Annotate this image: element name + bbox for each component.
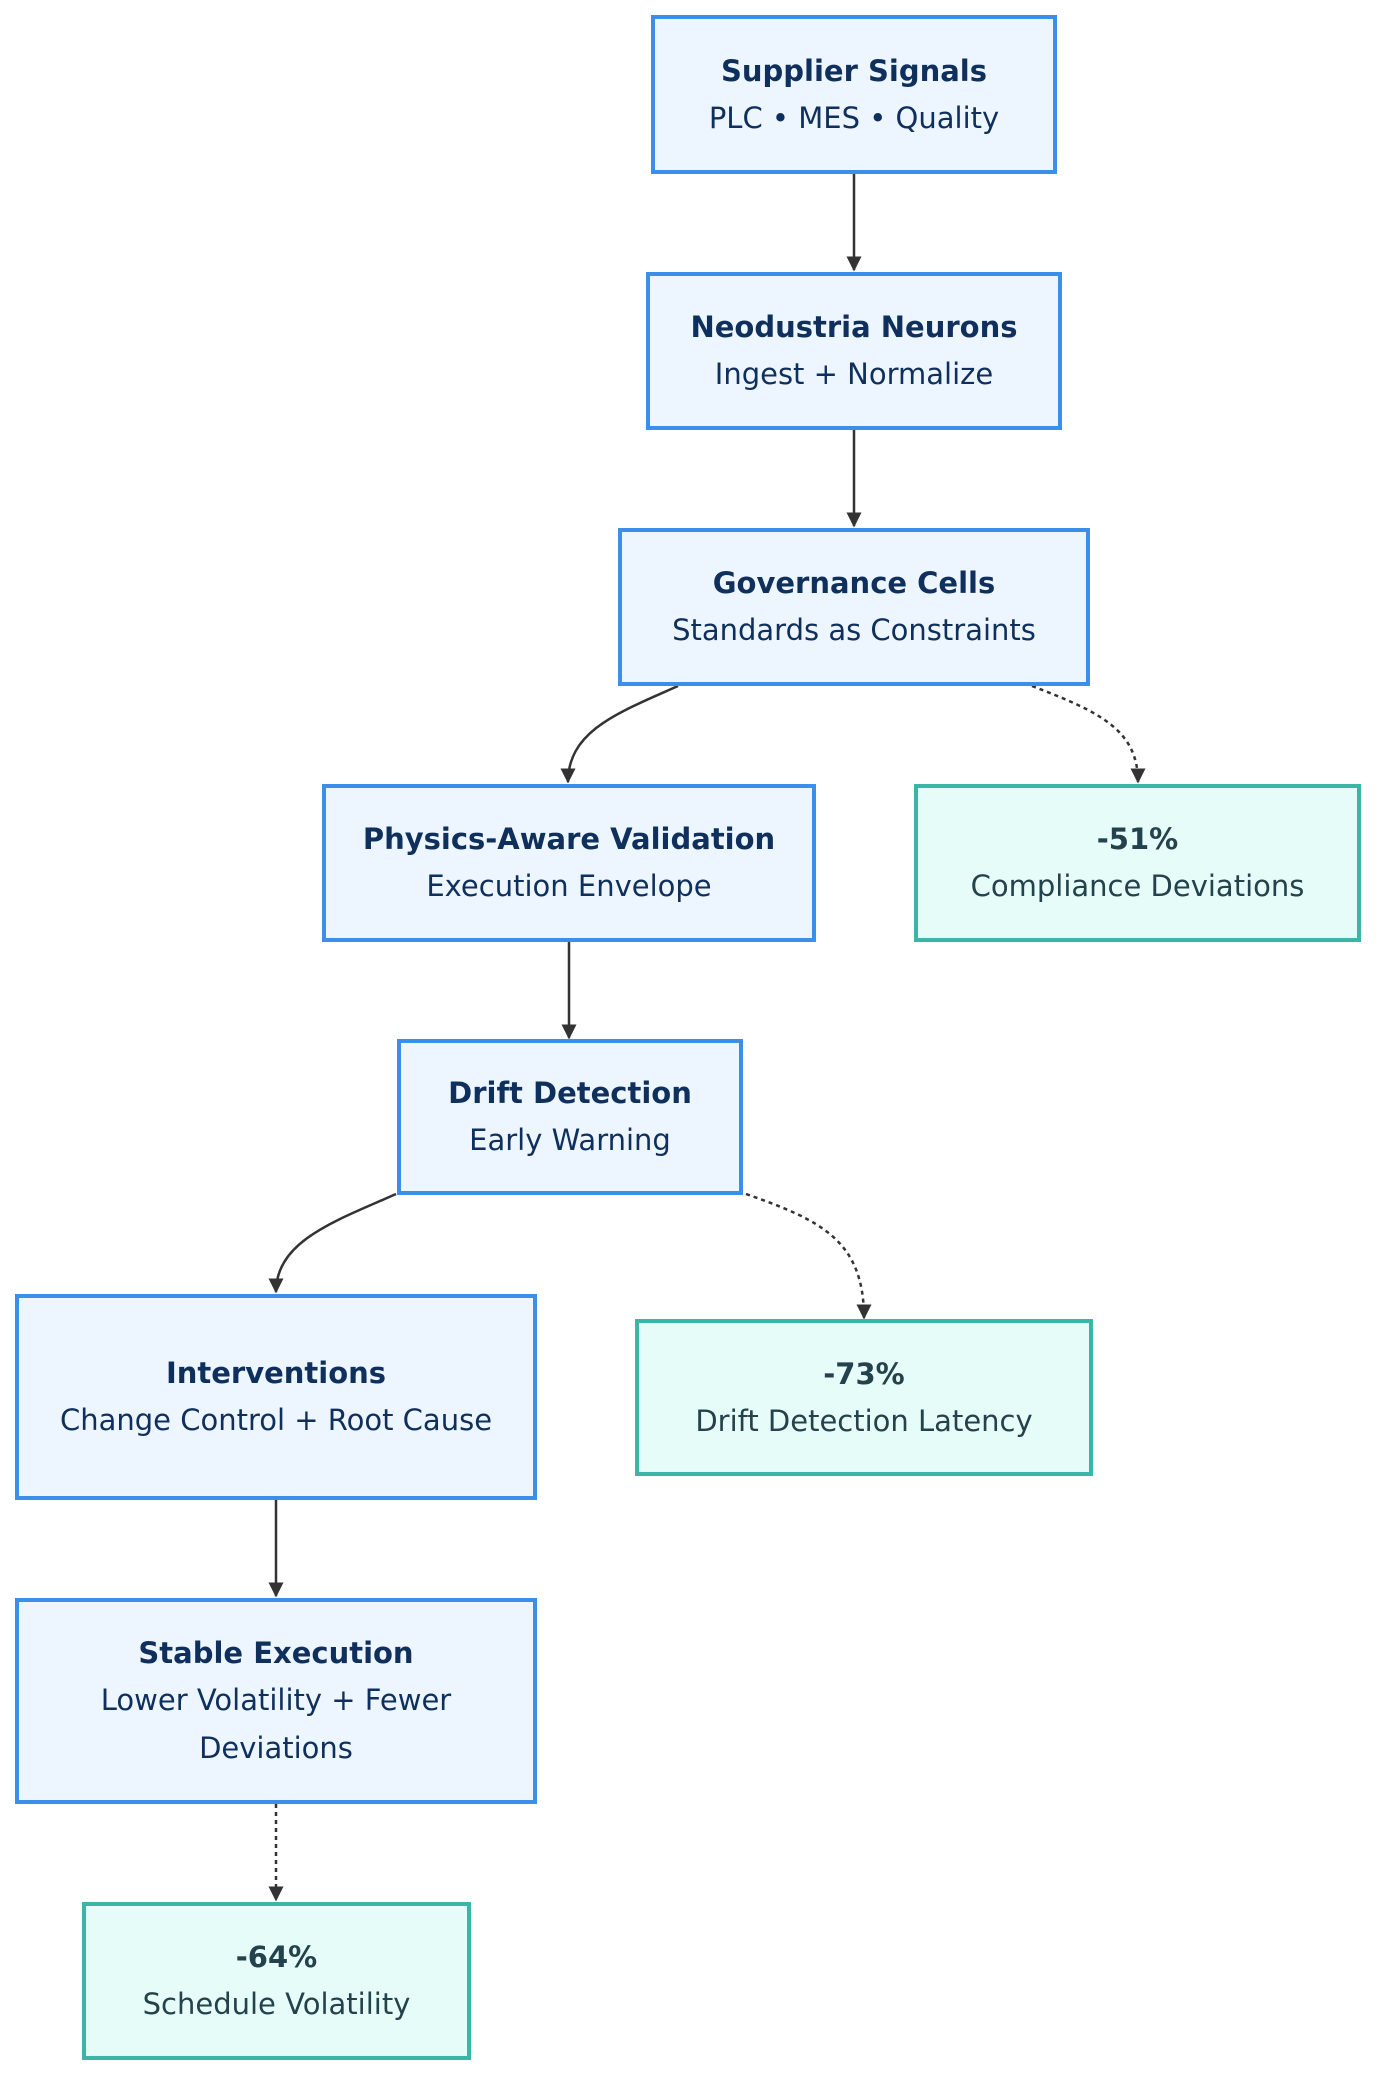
node-title: Supplier Signals <box>721 53 987 88</box>
edge-governance-to-physics <box>560 684 679 784</box>
node-subtitle: Change Control + Root Cause <box>59 1403 493 1437</box>
node-title: Drift Detection <box>448 1076 692 1110</box>
node-title: -73% <box>823 1356 905 1391</box>
node-interventions: Interventions Change Control + Root Caus… <box>15 1294 537 1500</box>
node-metric-compliance: -51% Compliance Deviations <box>914 784 1361 942</box>
node-title: Interventions <box>165 1356 387 1390</box>
node-physics-aware-validation: Physics-Aware Validation Execution Envel… <box>322 784 816 942</box>
node-title: -64% <box>235 1940 318 1974</box>
node-subtitle: PLC • MES • Quality <box>708 100 1000 135</box>
node-title: Physics-Aware Validation <box>362 822 776 856</box>
node-drift-detection: Drift Detection Early Warning <box>397 1039 743 1195</box>
edge-governance-to-compliance <box>1031 684 1146 784</box>
node-subtitle: Ingest + Normalize <box>714 357 994 391</box>
node-subtitle: Standards as Constraints <box>672 613 1036 647</box>
node-neodustria-neurons: Neodustria Neurons Ingest + Normalize <box>646 272 1062 430</box>
node-subtitle: Schedule Volatility <box>142 1987 411 2021</box>
node-title: Neodustria Neurons <box>690 310 1018 344</box>
edge-drift-to-drift-latency <box>745 1192 872 1320</box>
node-metric-drift-latency: -73% Drift Detection Latency <box>635 1319 1093 1476</box>
edge-drift-to-interventions <box>268 1192 397 1294</box>
node-subtitle: Execution Envelope <box>426 869 712 903</box>
node-governance-cells: Governance Cells Standards as Constraint… <box>618 528 1090 686</box>
node-title: Stable Execution <box>138 1636 414 1670</box>
node-subtitle: Early Warning <box>469 1123 671 1157</box>
node-title: Governance Cells <box>712 566 996 600</box>
node-subtitle: Drift Detection Latency <box>695 1403 1033 1438</box>
node-title: -51% <box>1096 822 1179 856</box>
node-metric-schedule: -64% Schedule Volatility <box>82 1902 471 2060</box>
node-stable-execution: Stable Execution Lower Volatility + Fewe… <box>15 1598 537 1804</box>
node-subtitle: Lower Volatility + Fewer Deviations <box>100 1683 452 1765</box>
node-subtitle: Compliance Deviations <box>970 869 1305 903</box>
node-supplier-signals: Supplier Signals PLC • MES • Quality <box>651 15 1057 174</box>
